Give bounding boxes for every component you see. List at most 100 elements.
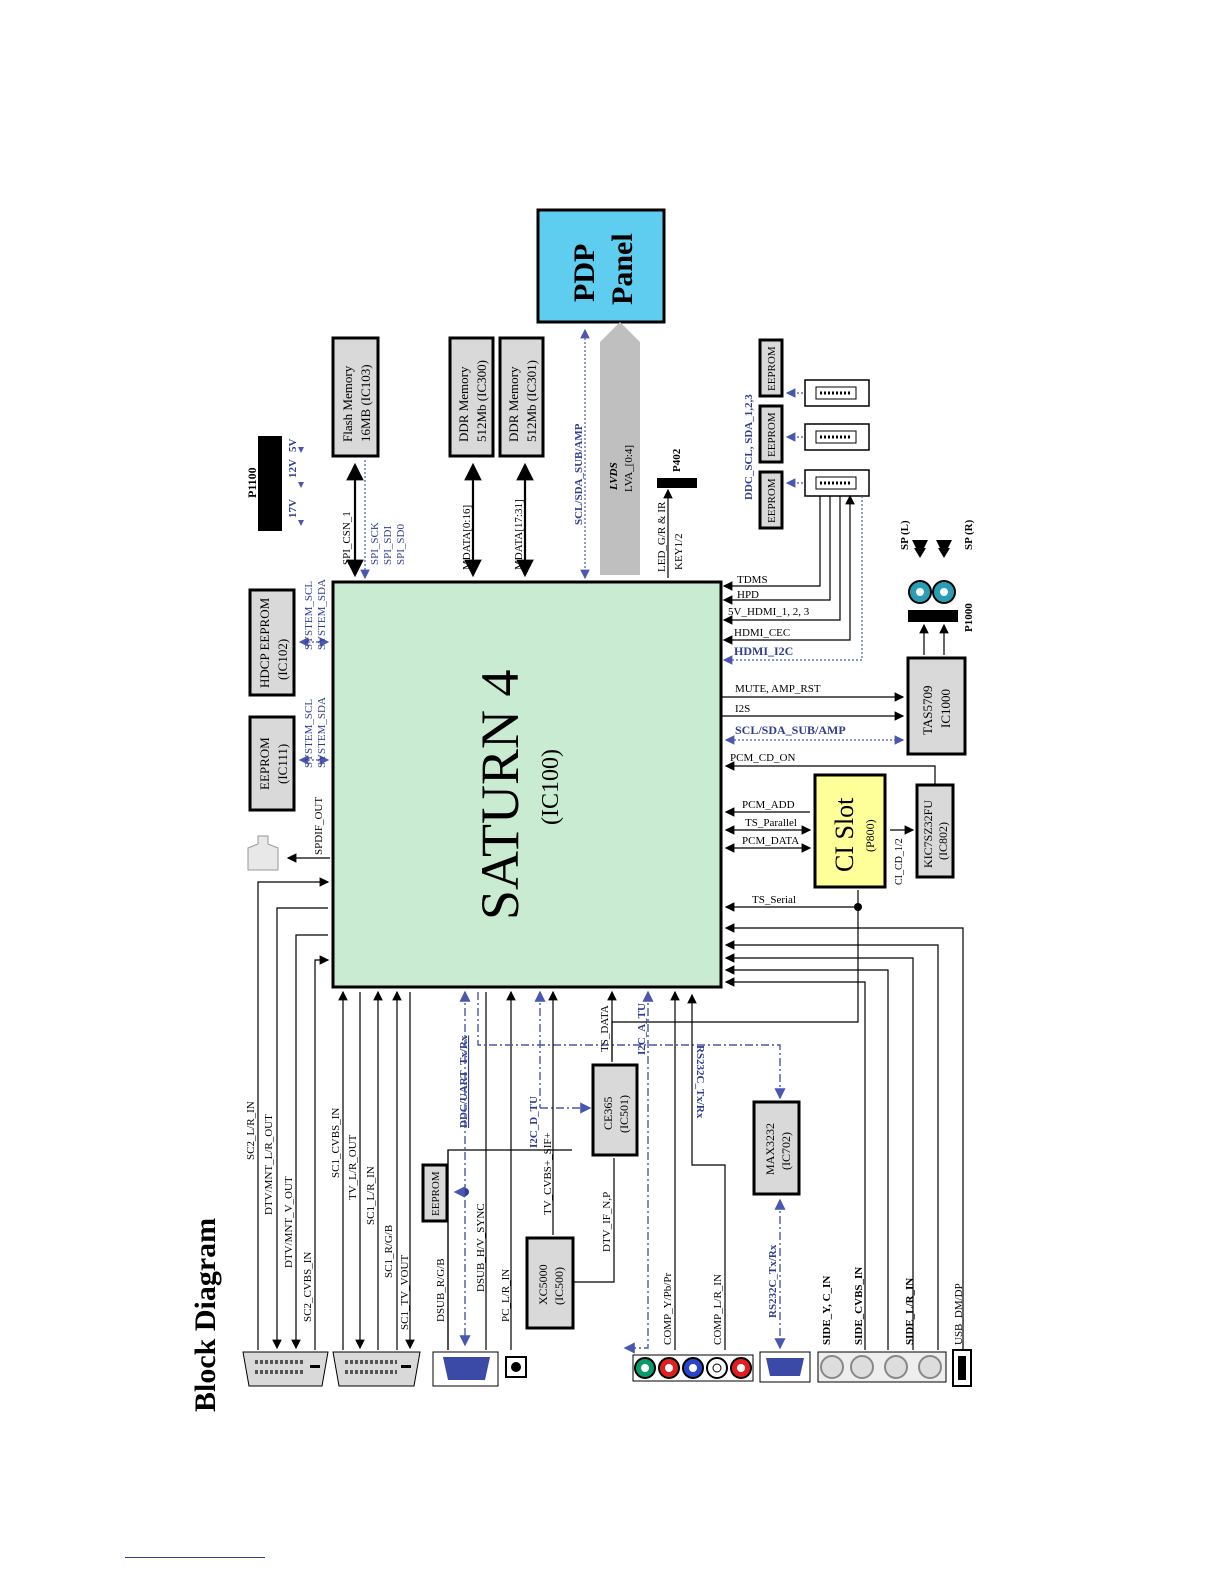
sc1-tv-vout-label: SC1_TV_VOUT: [399, 1255, 411, 1330]
hdcp-system-scl: SYSTEM_SCL: [303, 581, 315, 650]
xc5000-line2: (IC500): [552, 1267, 566, 1305]
side-cvbs-label: SIDE_CVBS_IN: [853, 1267, 865, 1345]
sc2-lr-in-label: SC2_L/R_IN: [245, 1101, 257, 1160]
comp-lr-label: COMP_L/R_IN: [712, 1274, 724, 1345]
ce365-line2: (IC501): [617, 1095, 631, 1133]
mdata2-label: MDATA[17:31]: [513, 499, 525, 570]
saturn4-chip: [331, 580, 723, 989]
cec-label: HDMI_CEC: [734, 627, 790, 639]
spi-sd0-label: SPI_SD0: [395, 524, 407, 565]
sp-jack-l-core: [916, 588, 924, 596]
comp-rca-jacks: [632, 1354, 754, 1382]
side-av-jacks: [817, 1351, 947, 1383]
ci-slot-box: [813, 773, 887, 889]
usb-label: USB_DM/DP: [953, 1283, 965, 1345]
kic7sz32fu-box: [915, 783, 955, 879]
ci-cd-label: CI_CD_1/2: [894, 838, 905, 885]
hdmi-eeprom-2: [758, 404, 784, 464]
saturn4-ref: (IC100): [538, 749, 564, 825]
dsub-vga-connector: [432, 1351, 499, 1387]
sp-r-label: SP (R): [963, 519, 975, 550]
dsub-hv-label: DSUB_H/V_SYNC: [475, 1203, 487, 1292]
page-title: Block Diagram: [189, 1218, 222, 1412]
bottom-eeprom-label: EEPROM: [430, 1171, 442, 1216]
max3232-line1: MAX3232: [763, 1123, 777, 1175]
hdcp-line1: HDCP EEPROM: [257, 597, 272, 688]
scl-amp-label: SCL/SDA_SUB/AMP: [735, 723, 846, 737]
comp-ypbpr-label: COMP_Y/Pb/Pr: [662, 1273, 674, 1345]
spi-sck-label: SPI_SCK: [369, 522, 381, 565]
hdcp-eeprom-box: [248, 588, 296, 697]
lvds-title: LVDS: [608, 462, 620, 491]
sc1-cvbs-label: SC1_CVBS_IN: [330, 1108, 342, 1178]
p1100-connector: [258, 436, 282, 531]
scl-sub-amp-top-label: SCL/SDA_SUB/AMP: [573, 423, 585, 525]
i2c-a-tu-label: I2C_A_TU: [636, 1003, 648, 1055]
eeprom-system-sda: SYSTEM_SDA: [316, 697, 328, 768]
saturn4-name: SATURN 4: [470, 669, 530, 920]
sc2-cvbs-label: SC2_CVBS_IN: [302, 1252, 314, 1322]
ddr-memory-ic301-box: [498, 336, 545, 458]
flash-memory-line1: Flash Memory: [340, 365, 355, 442]
sp-l-label: SP (L): [899, 520, 911, 550]
ts-serial-label: TS_Serial: [752, 894, 796, 906]
dtv-mnt-v-label: DTV/MNT_V_OUT: [283, 1176, 295, 1268]
rail-12v-arrow: [298, 482, 304, 488]
led-label: LED_G/R & IR: [656, 501, 668, 572]
rail-5v: 5V: [287, 439, 299, 453]
kic-line2: (IC802): [936, 822, 950, 860]
speaker-r-icon: [936, 540, 952, 558]
spdif-label: SPDIF_OUT: [313, 797, 325, 855]
ddc-uart-label: DDC/UART_Tx/Rx: [458, 1035, 470, 1128]
eeprom-ic111-box: [248, 715, 296, 812]
rs232-top-label: RS232C_Tx/Rx: [694, 1045, 706, 1119]
scart-2-connector: [242, 1351, 329, 1387]
ce365-line1: CE365: [601, 1097, 615, 1130]
spi-csn-label: SPI_CSN_1: [341, 511, 353, 565]
p402-label: P402: [671, 448, 683, 472]
sc1-rgb-label: SC1_R/G/B: [383, 1225, 395, 1278]
max3232-box: [752, 1100, 801, 1196]
rail-17v-arrow: [298, 520, 304, 526]
flash-memory-line2: 16MB (IC103): [358, 364, 373, 442]
mute-label: MUTE, AMP_RST: [735, 683, 821, 695]
ddr-memory-ic300-box: [448, 336, 495, 458]
xc5000-box: [525, 1236, 575, 1330]
spi-sdi-label: SPI_SDI: [382, 526, 394, 565]
lvds-signal: LVA_[0:4]: [623, 445, 635, 492]
ddr-ic300-line2: 512Mb (IC300): [474, 360, 489, 442]
hdmi-eeprom-1-label: EEPROM: [766, 478, 778, 523]
tdms-label: TDMS: [737, 574, 768, 586]
pcm-add-label: PCM_ADD: [742, 799, 795, 811]
ci-slot-name: CI Slot: [830, 797, 859, 872]
hdmi-port-1: [804, 469, 870, 497]
hpd-label: HPD: [737, 589, 759, 601]
hdmi-eeprom-2-label: EEPROM: [766, 412, 778, 457]
hdcp-line2: (IC102): [275, 639, 290, 680]
rail-17v: 17V: [287, 499, 299, 518]
panel-label: Panel: [606, 233, 639, 305]
speaker-l-icon: [912, 540, 928, 558]
hdmi-eeprom-3: [758, 338, 784, 398]
pcm-cd-on-label: PCM_CD_ON: [730, 752, 795, 764]
sp-jack-r-core: [940, 588, 948, 596]
tv-lr-out-label: TV_L/R_OUT: [347, 1134, 359, 1200]
dtv-mnt-lr-label: DTV/MNT_L/R_OUT: [263, 1114, 275, 1215]
pc-lr-label: PC_L/R_IN: [500, 1269, 512, 1322]
side-lr-label: SIDE_L/R_IN: [904, 1278, 916, 1345]
pc-audio-jack: [505, 1356, 527, 1378]
usb-connector: [952, 1349, 972, 1387]
footer-rule: [125, 1557, 265, 1558]
mdata1-label: MDATA[0:16]: [461, 505, 473, 570]
dsub-rgb-label: DSUB_R/G/B: [435, 1258, 447, 1322]
rail-12v: 12V: [287, 459, 299, 478]
dtv-if-label: DTV_IF_N,P: [601, 1192, 613, 1252]
bottom-eeprom-box: [421, 1163, 449, 1223]
xc5000-line1: XC5000: [536, 1264, 550, 1305]
spdif-connector-icon: [247, 835, 279, 871]
hdmi-eeprom-3-label: EEPROM: [766, 346, 778, 391]
rs232-dsub-connector: [759, 1351, 811, 1383]
key-label: KEY1/2: [673, 533, 685, 570]
tas5709-box: [906, 656, 967, 756]
